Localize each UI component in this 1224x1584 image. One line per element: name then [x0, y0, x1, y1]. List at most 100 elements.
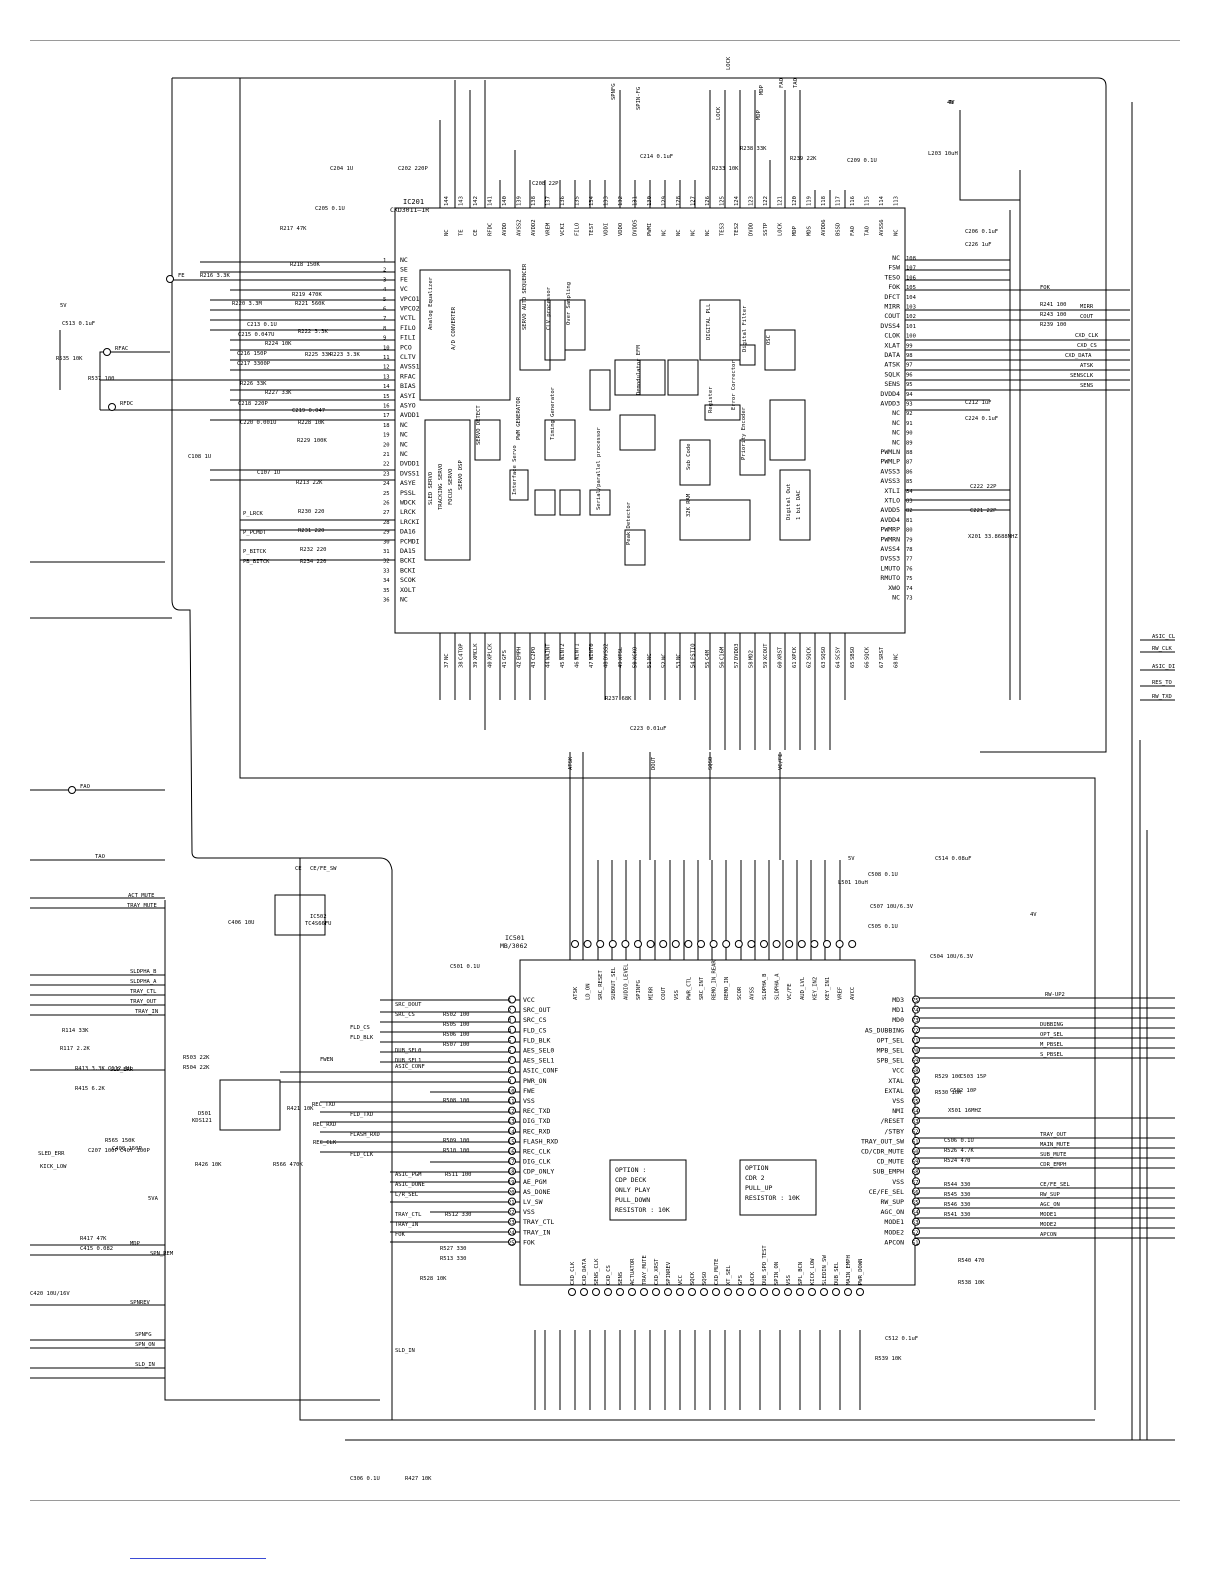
option-note-line: RESISTOR : 10K: [745, 1194, 800, 1202]
ic201-pin-name: DVDD3: [734, 643, 740, 660]
ic501-pin-marker: [722, 940, 731, 948]
ic201-pin-name: NC: [892, 429, 900, 437]
component-label: R421 10K: [287, 1106, 314, 1112]
signal-label: FE: [178, 273, 185, 279]
ic501-pin-name: MIRR: [649, 986, 655, 1000]
component-label: C222 22P: [970, 484, 997, 490]
component-label: R540 470: [958, 1258, 985, 1264]
ic501-pin-marker: [671, 940, 680, 948]
ic201-pin-name: VDDO: [618, 223, 624, 236]
ic501-pin-name: AVSS: [749, 987, 755, 1000]
ic201-pin-number: 129: [662, 196, 668, 206]
ic501-pin-number: 12: [508, 1109, 515, 1115]
component-label: R526 4.7K: [944, 1148, 974, 1154]
signal-label: KICK_LOW: [40, 1164, 67, 1170]
component-label: R219 470K: [292, 292, 322, 298]
ic501-pin-number: 18: [508, 1170, 515, 1176]
ic501-pin-marker: [592, 1288, 600, 1296]
bottom-separator: [30, 1500, 1180, 1501]
test-point: [103, 348, 111, 356]
ic501-pin-name: /RESET: [881, 1117, 905, 1125]
ic201-pin-number: 79: [906, 537, 913, 543]
ic201-pin-name: NC: [400, 256, 408, 264]
ic201-pin-name: WDCK: [400, 499, 416, 507]
ic501-pin-marker: [508, 1227, 516, 1236]
net-tag: P_LRCK: [243, 511, 264, 517]
ic201-pin-number: 132: [618, 196, 624, 206]
signal-label: FOK: [1040, 285, 1051, 291]
ic501-pin-marker: [747, 940, 756, 948]
ic501-pin-number: 14: [508, 1129, 515, 1135]
ic501-pin-marker: [676, 1288, 684, 1296]
ic201-pin-number: 29: [383, 530, 390, 536]
ic501-pin-name: EXTAL: [884, 1087, 904, 1095]
ic501-pin-name: XTAL: [888, 1077, 904, 1085]
ic201-pin-name: NC: [705, 229, 711, 236]
ic201-pin-number: 2: [383, 268, 386, 274]
ic201-pin-number: 43: [531, 661, 537, 668]
ic501-pin-marker: [912, 1015, 920, 1024]
ic201-pin-number: 45: [560, 661, 566, 668]
ic201-pin-number: 97: [906, 363, 913, 369]
ic501-pin-number: 52: [912, 1230, 919, 1236]
ic201-pin-name: CLTV: [400, 353, 416, 361]
ic201-pin-number: 22: [383, 462, 390, 468]
component-label: C505 0.1U: [868, 924, 898, 930]
component-label: R216 3.3K: [200, 273, 230, 279]
ic501-pin-number: 71: [912, 1038, 919, 1044]
component-label: R524 470: [944, 1158, 971, 1164]
footer-link[interactable]: [130, 1558, 266, 1559]
signal-label: APCON: [1040, 1232, 1057, 1238]
ic501-pin-marker: [508, 1096, 516, 1105]
ic201-pin-name: CE: [473, 229, 479, 236]
component-label: R527 330: [440, 1246, 467, 1252]
ic201-pin-name: DVSS4: [880, 322, 900, 330]
ic201-pin-number: 7: [383, 316, 386, 322]
ic501-pin-name: LOCK: [750, 1271, 756, 1285]
ic201-pin-number: 96: [906, 372, 913, 378]
ic201-pin-name: VC: [400, 285, 408, 293]
component-label: R511 100: [445, 1172, 472, 1178]
ic201-pin-number: 16: [383, 404, 390, 410]
signal-label: AGC_ON: [1040, 1202, 1060, 1208]
ic501-pin-marker: [760, 940, 768, 948]
ic201-pin-name: VREM: [546, 222, 552, 236]
ic501-pin-name: CXD_XRST: [654, 1258, 660, 1285]
ic201-pin-name: NC: [400, 450, 408, 458]
signal-label: S_PBSEL: [1040, 1052, 1064, 1058]
component-label: C202 220P: [398, 166, 428, 172]
ic201-pin-number: 54: [691, 661, 697, 668]
net-tag: L/R_SEL: [395, 1192, 419, 1198]
ic501-pin-name: ATSK: [573, 986, 579, 1000]
ic501-pin-number: 54: [912, 1210, 919, 1216]
ic501-pin-marker: [608, 940, 617, 948]
component-label: R506 100: [443, 1032, 470, 1038]
signal-label: MAIN_MUTE: [1040, 1142, 1070, 1148]
ic201-pin-number: 5: [383, 297, 386, 303]
ic201-pin-number: 3: [383, 277, 386, 283]
ic201-pin-number: 122: [763, 196, 769, 206]
component-label: R502 100: [443, 1012, 470, 1018]
ic501-pin-marker: [571, 940, 579, 948]
ic501-pin-name: TRAY_OUT_SW: [861, 1137, 904, 1145]
ic201-pin-name: SRST: [879, 646, 885, 660]
ic501-pin-name: SLDPHA_B: [762, 973, 768, 1000]
power-label: 5V: [848, 856, 855, 862]
net-tag: PB_BITCK: [243, 559, 270, 565]
component-label: C212 1uF: [965, 400, 992, 406]
ic501-pin-marker: [508, 1025, 516, 1034]
ic201-pin-name: PCO: [400, 343, 412, 351]
signal-label: VC/FE: [778, 753, 784, 770]
ic201-pin-name: SSTP: [763, 222, 769, 236]
ic501-pin-name: SLEDIN_SW: [822, 1255, 828, 1285]
ic201-pin-name: FILO: [400, 324, 416, 332]
signal-label: SLDPHA_B: [130, 969, 157, 975]
component-label: R565 150K: [105, 1138, 135, 1144]
test-point: [108, 403, 116, 411]
ic501-pin-name: KICK_LOW: [810, 1258, 816, 1285]
component-label: R234 220: [300, 559, 327, 565]
component-label: C501 0.1U: [450, 964, 480, 970]
ic501-pin-name: SPINREV: [666, 1261, 672, 1285]
ic201-pin-name: AVDD: [502, 223, 508, 236]
